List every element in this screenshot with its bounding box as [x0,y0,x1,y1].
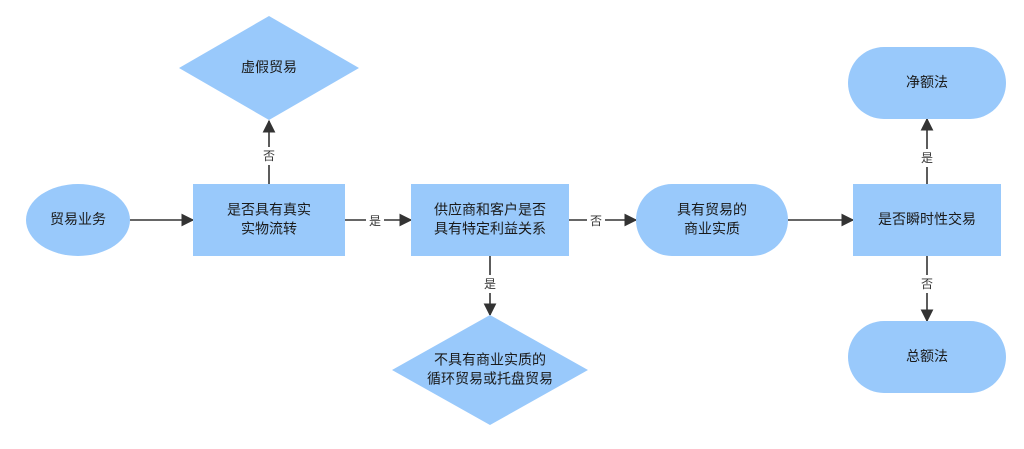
node-label-line: 总额法 [906,349,948,365]
node-label-line: 供应商和客户是否 [434,202,546,219]
node-shape-diamond [392,315,588,425]
node-label-line: 商业实质 [684,222,740,238]
node-fake-trade: 虚假贸易 [179,16,359,120]
edge-label-instant-yes: 是 [921,151,933,165]
node-shape-terminator [636,184,788,256]
node-shape-rectangle [411,184,569,256]
nodes-layer: 贸易业务是否具有真实实物流转虚假贸易供应商和客户是否具有特定利益关系不具有商业实… [26,16,1006,425]
node-shape-rectangle [853,184,1001,256]
edge-label-related-yes: 是 [484,277,496,291]
edge-label-instant-no: 否 [921,277,933,291]
node-shape-terminator [848,47,1006,119]
node-label-line: 是否具有真实 [227,203,311,219]
node-label-line: 循环贸易或托盘贸易 [427,371,553,388]
edge-label-background [587,212,605,230]
edge-label-related-no: 否 [590,214,602,228]
node-gross-method: 总额法 [848,321,1006,393]
node-trade-business: 贸易业务 [26,184,130,256]
node-net-method: 净额法 [848,47,1006,119]
edge-label-background [918,275,936,293]
node-label-line: 具有贸易的 [677,203,747,219]
edge-label-realflow-no: 否 [263,149,275,163]
node-shape-terminator [848,321,1006,393]
node-label-line: 净额法 [906,75,948,91]
node-label-line: 具有特定利益关系 [434,222,546,238]
edge-label-background [481,275,499,293]
node-label-line: 不具有商业实质的 [434,353,546,369]
edge-label-background [260,147,278,165]
edge-label-background [918,149,936,167]
node-label-line: 虚假贸易 [241,60,297,76]
node-shape-ellipse [26,184,130,256]
node-shape-rectangle [193,184,345,256]
edge-label-realflow-yes: 是 [369,214,381,228]
node-instant-trade: 是否瞬时性交易 [853,184,1001,256]
node-shape-diamond [179,16,359,120]
node-label-line: 是否瞬时性交易 [878,211,976,228]
node-label-line: 贸易业务 [50,212,106,228]
edge-label-background [366,212,384,230]
node-label-line: 实物流转 [241,222,297,238]
